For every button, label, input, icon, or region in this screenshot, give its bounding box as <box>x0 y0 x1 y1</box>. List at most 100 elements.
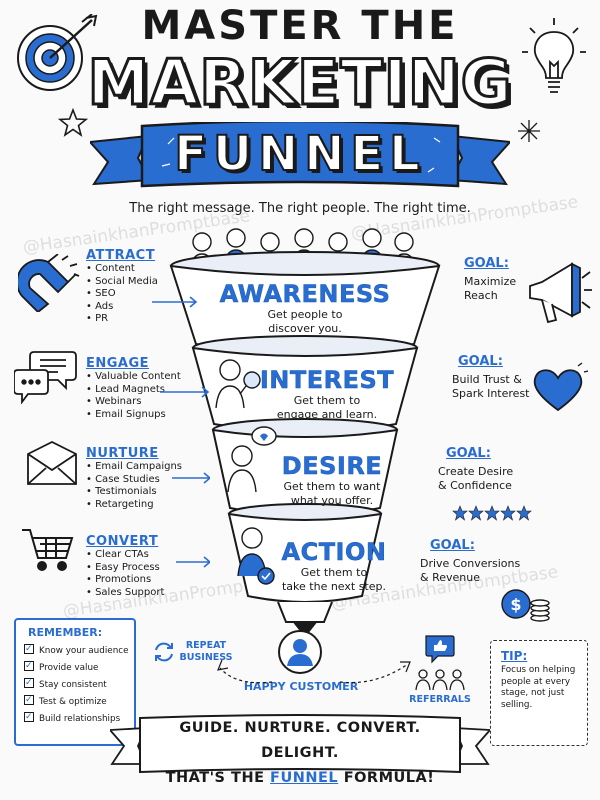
goal-label: GOAL: <box>464 256 509 271</box>
remember-box: REMEMBER: Know your audience Provide val… <box>14 618 136 746</box>
nurture-list: Email Campaigns Case Studies Testimonial… <box>86 461 206 511</box>
engage-list: Valuable Content Lead Magnets Webinars E… <box>86 371 196 421</box>
stage-desc: take the next step. <box>281 580 386 593</box>
stage-desc: discover you. <box>268 322 342 335</box>
repeat-line: REPEAT <box>185 640 227 651</box>
list-item: SEO <box>86 288 186 301</box>
engage-block: ENGAGE Valuable Content Lead Magnets Web… <box>86 356 196 421</box>
list-item: Social Media <box>86 276 186 289</box>
slogan-highlight: FUNNEL <box>270 770 339 786</box>
list-item: Webinars <box>86 396 196 409</box>
thinking-person-icon <box>227 426 277 493</box>
thumbs-up-icon <box>425 635 455 664</box>
list-item: Easy Process <box>86 562 196 575</box>
goal-interest: GOAL: Build Trust & Spark Interest <box>452 354 552 401</box>
convert-list: Clear CTAs Easy Process Promotions Sales… <box>86 549 196 599</box>
goal-action: GOAL: Drive Conversions & Revenue <box>420 538 550 585</box>
heart-icon <box>533 362 588 412</box>
stage-desc: Get people to <box>267 308 343 321</box>
stage-desc: Get them to <box>300 566 368 579</box>
title-line2: MARKETING <box>86 46 513 119</box>
checklist-label: Know your audience <box>39 646 129 656</box>
stage-title: AWARENESS <box>219 280 391 309</box>
magnifier-person-icon <box>215 359 261 409</box>
recycle-arrows-icon <box>155 642 173 662</box>
loop-arrows <box>217 659 411 684</box>
convert-label: CONVERT <box>86 534 159 549</box>
list-item: Ads <box>86 301 186 314</box>
list-item: Promotions <box>86 574 196 587</box>
tip-body: Focus on helping people at every stage, … <box>501 665 576 710</box>
magnet-icon <box>18 254 80 312</box>
stage-interest: INTEREST Get them to engage and learn. <box>252 366 402 422</box>
stage-title: ACTION <box>281 538 387 567</box>
connector-arrows <box>152 296 210 568</box>
thumbs-up-person-icon <box>237 527 275 585</box>
goal-awareness: GOAL: Maximize Reach <box>464 256 544 303</box>
list-item: Email Signups <box>86 409 196 422</box>
sparkle-icon <box>518 120 540 142</box>
slogan-line1: GUIDE. NURTURE. CONVERT. DELIGHT. <box>179 720 421 761</box>
funnel-diagram <box>169 228 441 638</box>
title-line3: FUNNEL <box>173 125 426 183</box>
stage-awareness: AWARENESS Get people to discover you. <box>200 280 410 336</box>
repeat-business-label: REPEAT BUSINESS <box>176 640 236 664</box>
goal-text: Create Desire <box>438 465 514 478</box>
people-group-icon <box>415 669 465 691</box>
checklist-item: Provide value <box>24 658 134 677</box>
goal-label: GOAL: <box>446 446 491 461</box>
list-item: Lead Magnets <box>86 384 196 397</box>
lightbulb-icon <box>522 18 586 93</box>
list-item: Clear CTAs <box>86 549 196 562</box>
goal-text: Spark Interest <box>452 387 530 400</box>
tip-heading: TIP: <box>501 649 528 663</box>
stage-desc: engage and learn. <box>276 408 378 421</box>
checklist-item: Stay consistent <box>24 675 134 694</box>
referrals-label: REFERRALS <box>409 694 471 705</box>
checkbox-icon <box>24 658 34 675</box>
attract-block: ATTRACT Content Social Media SEO Ads PR <box>86 248 186 326</box>
checkbox-icon <box>24 709 34 726</box>
list-item: Content <box>86 263 186 276</box>
svg-text:$: $ <box>510 595 521 614</box>
star-icon <box>58 108 88 137</box>
rating-stars-icon <box>452 505 532 521</box>
slogan-pre: THAT'S THE <box>165 770 271 786</box>
goal-text: & Confidence <box>438 479 512 492</box>
goal-label: GOAL: <box>458 354 503 369</box>
attract-label: ATTRACT <box>86 248 156 263</box>
happy-customer-label: HAPPY CUSTOMER <box>243 680 359 693</box>
list-item: Testimonials <box>86 486 206 499</box>
goal-desire: GOAL: Create Desire & Confidence <box>438 446 558 493</box>
list-item: Retargeting <box>86 499 206 512</box>
envelope-icon <box>27 440 77 485</box>
title-line1: MASTER THE <box>141 3 459 49</box>
nurture-block: NURTURE Email Campaigns Case Studies Tes… <box>86 446 206 511</box>
remember-heading: REMEMBER: <box>28 626 103 639</box>
stage-desc: Get them to <box>293 394 361 407</box>
shopping-cart-icon <box>22 529 74 571</box>
goal-text: Build Trust & <box>452 373 522 386</box>
title-ribbon <box>90 122 510 188</box>
stage-desire: DESIRE Get them to want what you offer. <box>262 452 402 508</box>
checkbox-icon <box>24 641 34 658</box>
stage-action: ACTION Get them to take the next step. <box>270 538 398 594</box>
list-item: Sales Support <box>86 587 196 600</box>
stage-title: INTEREST <box>259 366 395 395</box>
list-item: Case Studies <box>86 474 206 487</box>
convert-block: CONVERT Clear CTAs Easy Process Promotio… <box>86 534 196 599</box>
customer-icon <box>278 630 322 674</box>
checklist-item: Build relationships <box>24 709 134 728</box>
list-item: Email Campaigns <box>86 461 206 474</box>
nurture-label: NURTURE <box>86 446 159 461</box>
bottom-ribbon <box>110 714 490 774</box>
stage-desc: what you offer. <box>290 494 374 507</box>
goal-label: GOAL: <box>430 538 475 553</box>
checkbox-icon <box>24 692 34 709</box>
slogan-line2: THAT'S THE FUNNEL FORMULA! <box>148 766 452 791</box>
goal-text: & Revenue <box>420 571 480 584</box>
checklist-label: Stay consistent <box>39 680 107 690</box>
checklist-item: Test & optimize <box>24 692 134 711</box>
goal-text: Drive Conversions <box>420 557 521 570</box>
target-icon <box>17 14 98 91</box>
